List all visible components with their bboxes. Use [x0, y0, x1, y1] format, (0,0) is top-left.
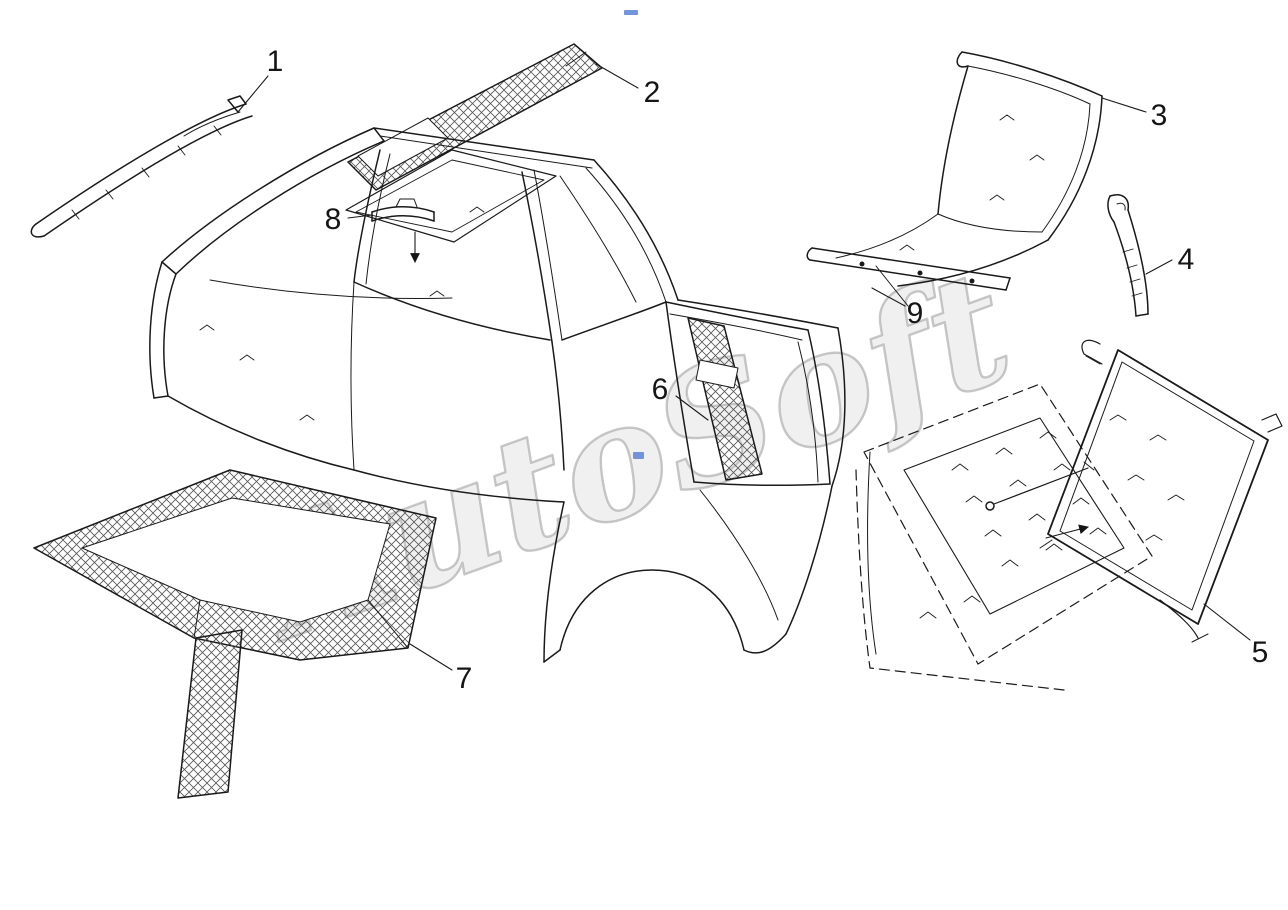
- scan-artifact-marks: [624, 10, 644, 459]
- artifact-mark: [624, 10, 638, 15]
- callout-6[interactable]: 6: [651, 373, 669, 406]
- callout-leader-lines: [237, 63, 1251, 671]
- part-1-pillar-trim-strip: [30, 95, 253, 238]
- callout-4[interactable]: 4: [1177, 243, 1195, 276]
- callout-1[interactable]: 1: [266, 45, 284, 78]
- part-7-trunk-trim-panel: [33, 469, 437, 799]
- callout-9[interactable]: 9: [906, 297, 924, 330]
- callout-7[interactable]: 7: [455, 662, 473, 695]
- rear-deck-assembly: [855, 383, 1153, 691]
- part-5-rear-window-glass: [1039, 339, 1283, 643]
- part-6-rear-pillar-trim: [687, 317, 763, 481]
- callout-8[interactable]: 8: [324, 203, 342, 236]
- callout-3[interactable]: 3: [1150, 99, 1168, 132]
- deck-pointer-arrow: [1045, 524, 1089, 539]
- callout-5[interactable]: 5: [1251, 636, 1269, 669]
- car-body-shell: [149, 127, 846, 663]
- part-9-shelf-base-rail: [806, 247, 1011, 291]
- callout-2[interactable]: 2: [643, 76, 661, 109]
- part-4-strap: [1107, 194, 1149, 317]
- part-3-rear-quarter-trim: [835, 51, 1103, 287]
- part-2-headliner-panel: [347, 43, 603, 191]
- artifact-mark: [633, 452, 644, 459]
